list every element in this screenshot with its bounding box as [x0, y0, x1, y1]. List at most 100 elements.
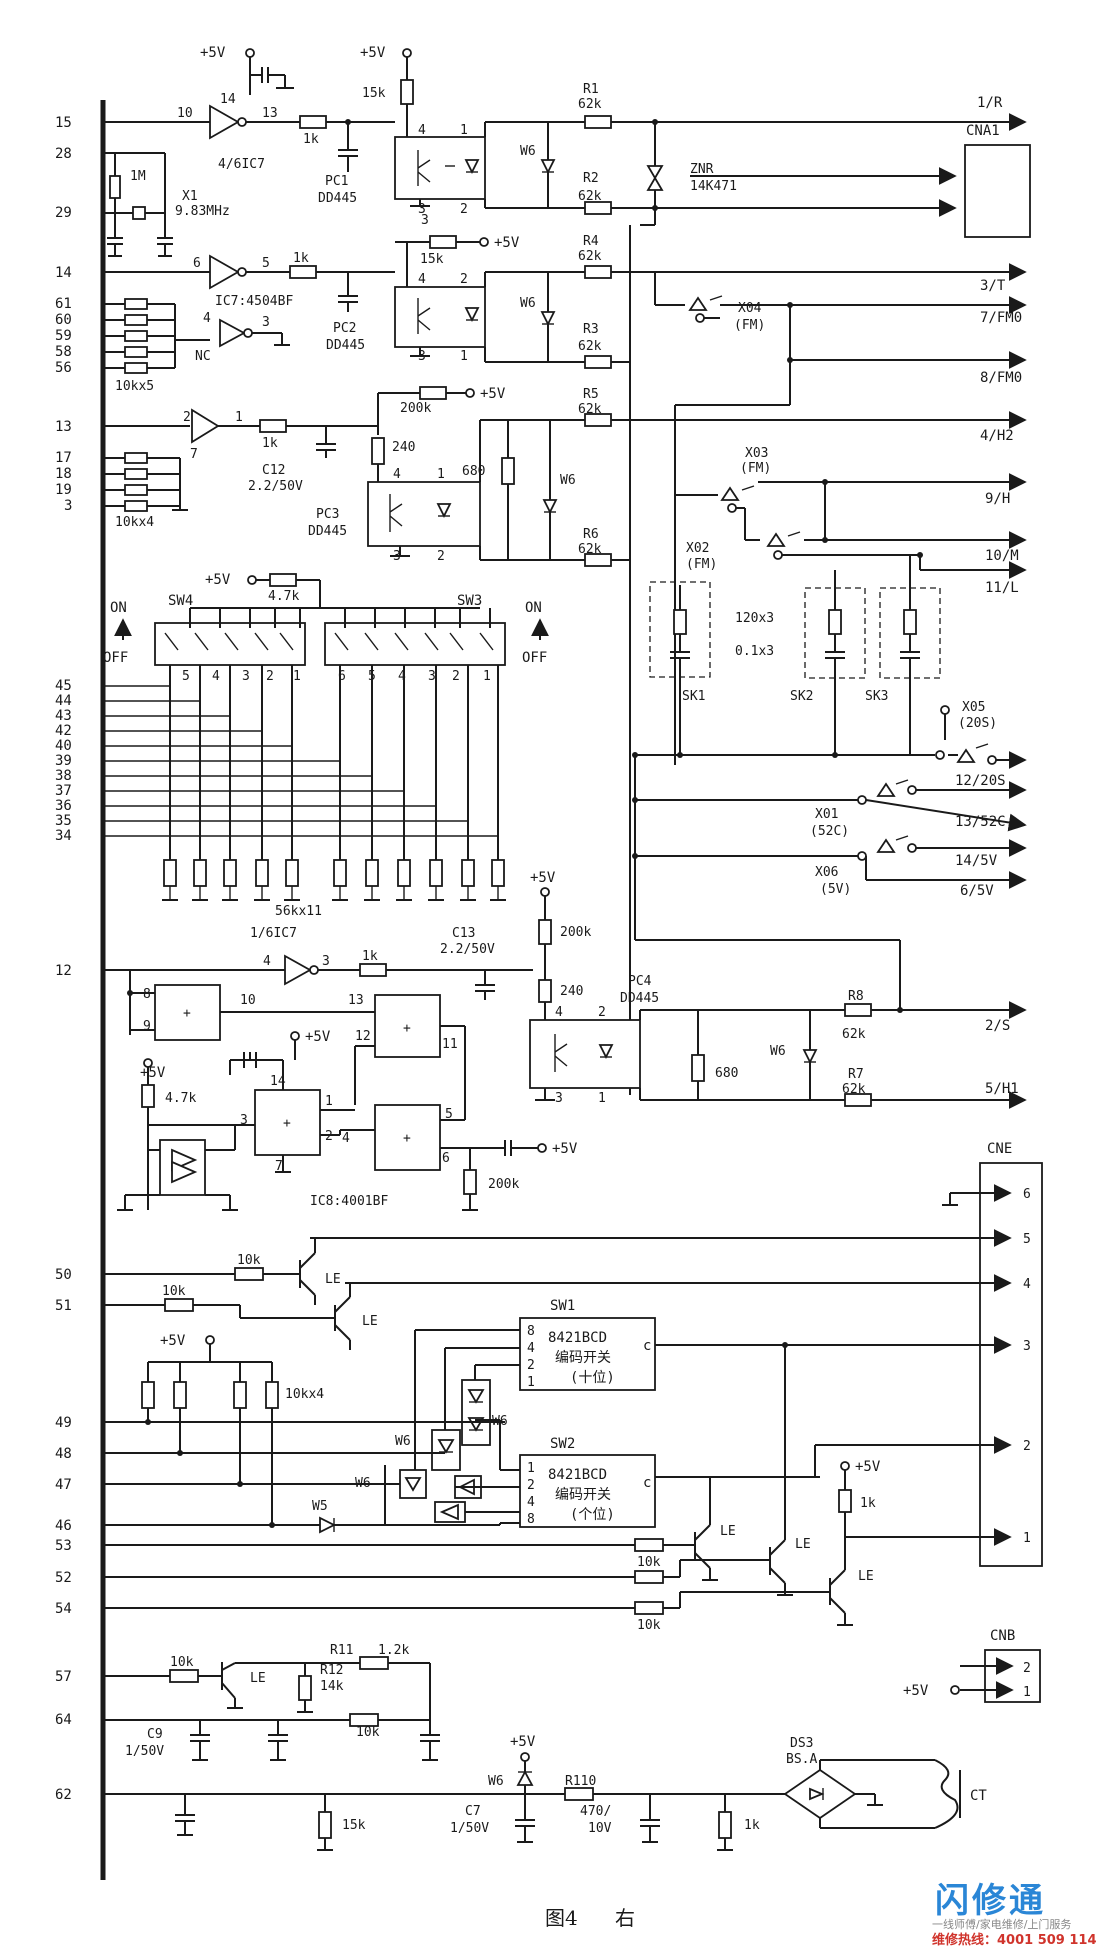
svg-text:1: 1 — [460, 349, 468, 364]
svg-text:5/H1: 5/H1 — [985, 1081, 1019, 1097]
pin-60: 60 — [55, 312, 72, 328]
svg-text:LE: LE — [795, 1537, 811, 1552]
svg-text:+5V: +5V — [494, 235, 520, 251]
figure-caption: 图4 右 — [545, 1906, 635, 1930]
svg-text:10: 10 — [240, 993, 256, 1008]
svg-text:c: c — [643, 1475, 651, 1491]
svg-text:SW2: SW2 — [550, 1436, 575, 1452]
pin-35: 35 — [55, 813, 72, 829]
svg-text:4/H2: 4/H2 — [980, 428, 1014, 444]
svg-text:c: c — [643, 1338, 651, 1354]
pin-29: 29 — [55, 205, 72, 221]
svg-text:1: 1 — [235, 410, 243, 425]
svg-text:7: 7 — [190, 447, 198, 462]
crystal-x1: 1M X1 9.83MHz — [103, 152, 230, 257]
pin-49: 49 — [55, 1415, 72, 1431]
svg-text:2: 2 — [325, 1129, 333, 1144]
svg-text:1/R: 1/R — [977, 95, 1003, 111]
svg-text:10k: 10k — [356, 1725, 380, 1740]
svg-text:W6: W6 — [560, 473, 576, 488]
svg-text:SK3: SK3 — [865, 689, 888, 704]
watermark-logo: 闪修通 一线师傅/家电维修/上门服务 维修热线：4001 509 114 — [932, 1881, 1097, 1948]
svg-text:LE: LE — [720, 1524, 736, 1539]
svg-text:BS.A: BS.A — [786, 1752, 817, 1767]
svg-text:10/M: 10/M — [985, 548, 1019, 564]
svg-text:15k: 15k — [420, 252, 444, 267]
svg-text:R1: R1 — [583, 82, 599, 97]
pin-40: 40 — [55, 738, 72, 754]
svg-text:+5V: +5V — [305, 1029, 331, 1045]
svg-text:6: 6 — [338, 669, 346, 684]
svg-text:3: 3 — [421, 213, 429, 228]
pin-61: 61 — [55, 296, 72, 312]
svg-text:LE: LE — [250, 1671, 266, 1686]
bank-10kx4-bcd: +5V 10kx4 — [103, 1333, 505, 1528]
svg-text:1/50V: 1/50V — [450, 1821, 489, 1836]
svg-text:4/6IC7: 4/6IC7 — [218, 157, 265, 172]
svg-text:680: 680 — [462, 464, 485, 479]
pin-45: 45 — [55, 678, 72, 694]
svg-text:2: 2 — [527, 1358, 535, 1373]
pin-36: 36 — [55, 798, 72, 814]
svg-text:X05: X05 — [962, 700, 985, 715]
pin-12: 12 — [55, 963, 72, 979]
svg-text:4: 4 — [527, 1341, 535, 1356]
pin-19: 19 — [55, 482, 72, 498]
svg-text:240: 240 — [560, 984, 583, 999]
svg-text:3: 3 — [418, 202, 426, 217]
svg-text:+5V: +5V — [480, 386, 506, 402]
svg-text:C9: C9 — [147, 1727, 163, 1742]
pin-62: 62 — [55, 1787, 72, 1803]
svg-text:CNE: CNE — [987, 1141, 1012, 1157]
svg-text:5: 5 — [262, 256, 270, 271]
svg-text:OFF: OFF — [522, 650, 547, 666]
svg-text:(5V): (5V) — [820, 882, 851, 897]
svg-text:10k: 10k — [237, 1253, 261, 1268]
svg-text:SW1: SW1 — [550, 1298, 575, 1314]
dip-switches: +5V 4.7k SW4 SW3 5 4 3 2 1 6 5 4 3 2 1 O… — [103, 572, 549, 919]
svg-text:IC7:4504BF: IC7:4504BF — [215, 294, 293, 309]
svg-text:62k: 62k — [578, 97, 602, 112]
svg-text:PC2: PC2 — [333, 321, 356, 336]
svg-text:2: 2 — [598, 1005, 606, 1020]
svg-text:ZNR: ZNR — [690, 162, 714, 177]
snubbers: SK1 120x3 0.1x3 SK2 SK3 — [649, 555, 941, 758]
svg-text:(FM): (FM) — [686, 557, 717, 572]
svg-text:56kx11: 56kx11 — [275, 904, 322, 919]
svg-text:10V: 10V — [588, 1821, 612, 1836]
svg-text:8: 8 — [527, 1324, 535, 1339]
cnb-section: CNB 2 1 +5V — [903, 1628, 1041, 1703]
svg-text:14: 14 — [270, 1074, 286, 1089]
svg-text:12/20S: 12/20S — [955, 773, 1006, 789]
section-pc4: 1/6IC7 4 3 1k C13 2.2/50V +5V 200k 240 4… — [103, 755, 1027, 1211]
svg-text:ON: ON — [110, 600, 127, 616]
svg-text:+5V: +5V — [530, 870, 556, 886]
svg-text:62k: 62k — [842, 1027, 866, 1042]
svg-text:W5: W5 — [312, 1499, 328, 1514]
svg-text:1: 1 — [1023, 1685, 1031, 1700]
svg-text:+: + — [403, 1131, 411, 1146]
svg-text:X04: X04 — [738, 301, 762, 316]
svg-text:14: 14 — [220, 92, 236, 107]
svg-text:+5V: +5V — [552, 1141, 578, 1157]
svg-text:+5V: +5V — [140, 1065, 166, 1081]
svg-text:+5V: +5V — [205, 572, 231, 588]
svg-text:1k: 1k — [744, 1818, 760, 1833]
svg-text:2.2/50V: 2.2/50V — [440, 942, 495, 957]
svg-text:PC4: PC4 — [628, 974, 652, 989]
svg-text:1: 1 — [483, 669, 491, 684]
svg-text:CT: CT — [970, 1788, 987, 1804]
svg-text:200k: 200k — [560, 925, 591, 940]
svg-text:15k: 15k — [342, 1818, 366, 1833]
svg-text:1k: 1k — [293, 251, 309, 266]
svg-text:1k: 1k — [860, 1496, 876, 1511]
svg-text:10k: 10k — [162, 1284, 186, 1299]
svg-text:R8: R8 — [848, 989, 864, 1004]
svg-text:(52C): (52C) — [810, 824, 849, 839]
pin-14: 14 — [55, 265, 72, 281]
bank-10kx4-top: 10kx4 — [103, 452, 188, 530]
svg-text:W6: W6 — [520, 296, 536, 311]
svg-text:(FM): (FM) — [740, 461, 771, 476]
svg-text:+5V: +5V — [510, 1734, 536, 1750]
svg-text:2: 2 — [527, 1478, 535, 1493]
